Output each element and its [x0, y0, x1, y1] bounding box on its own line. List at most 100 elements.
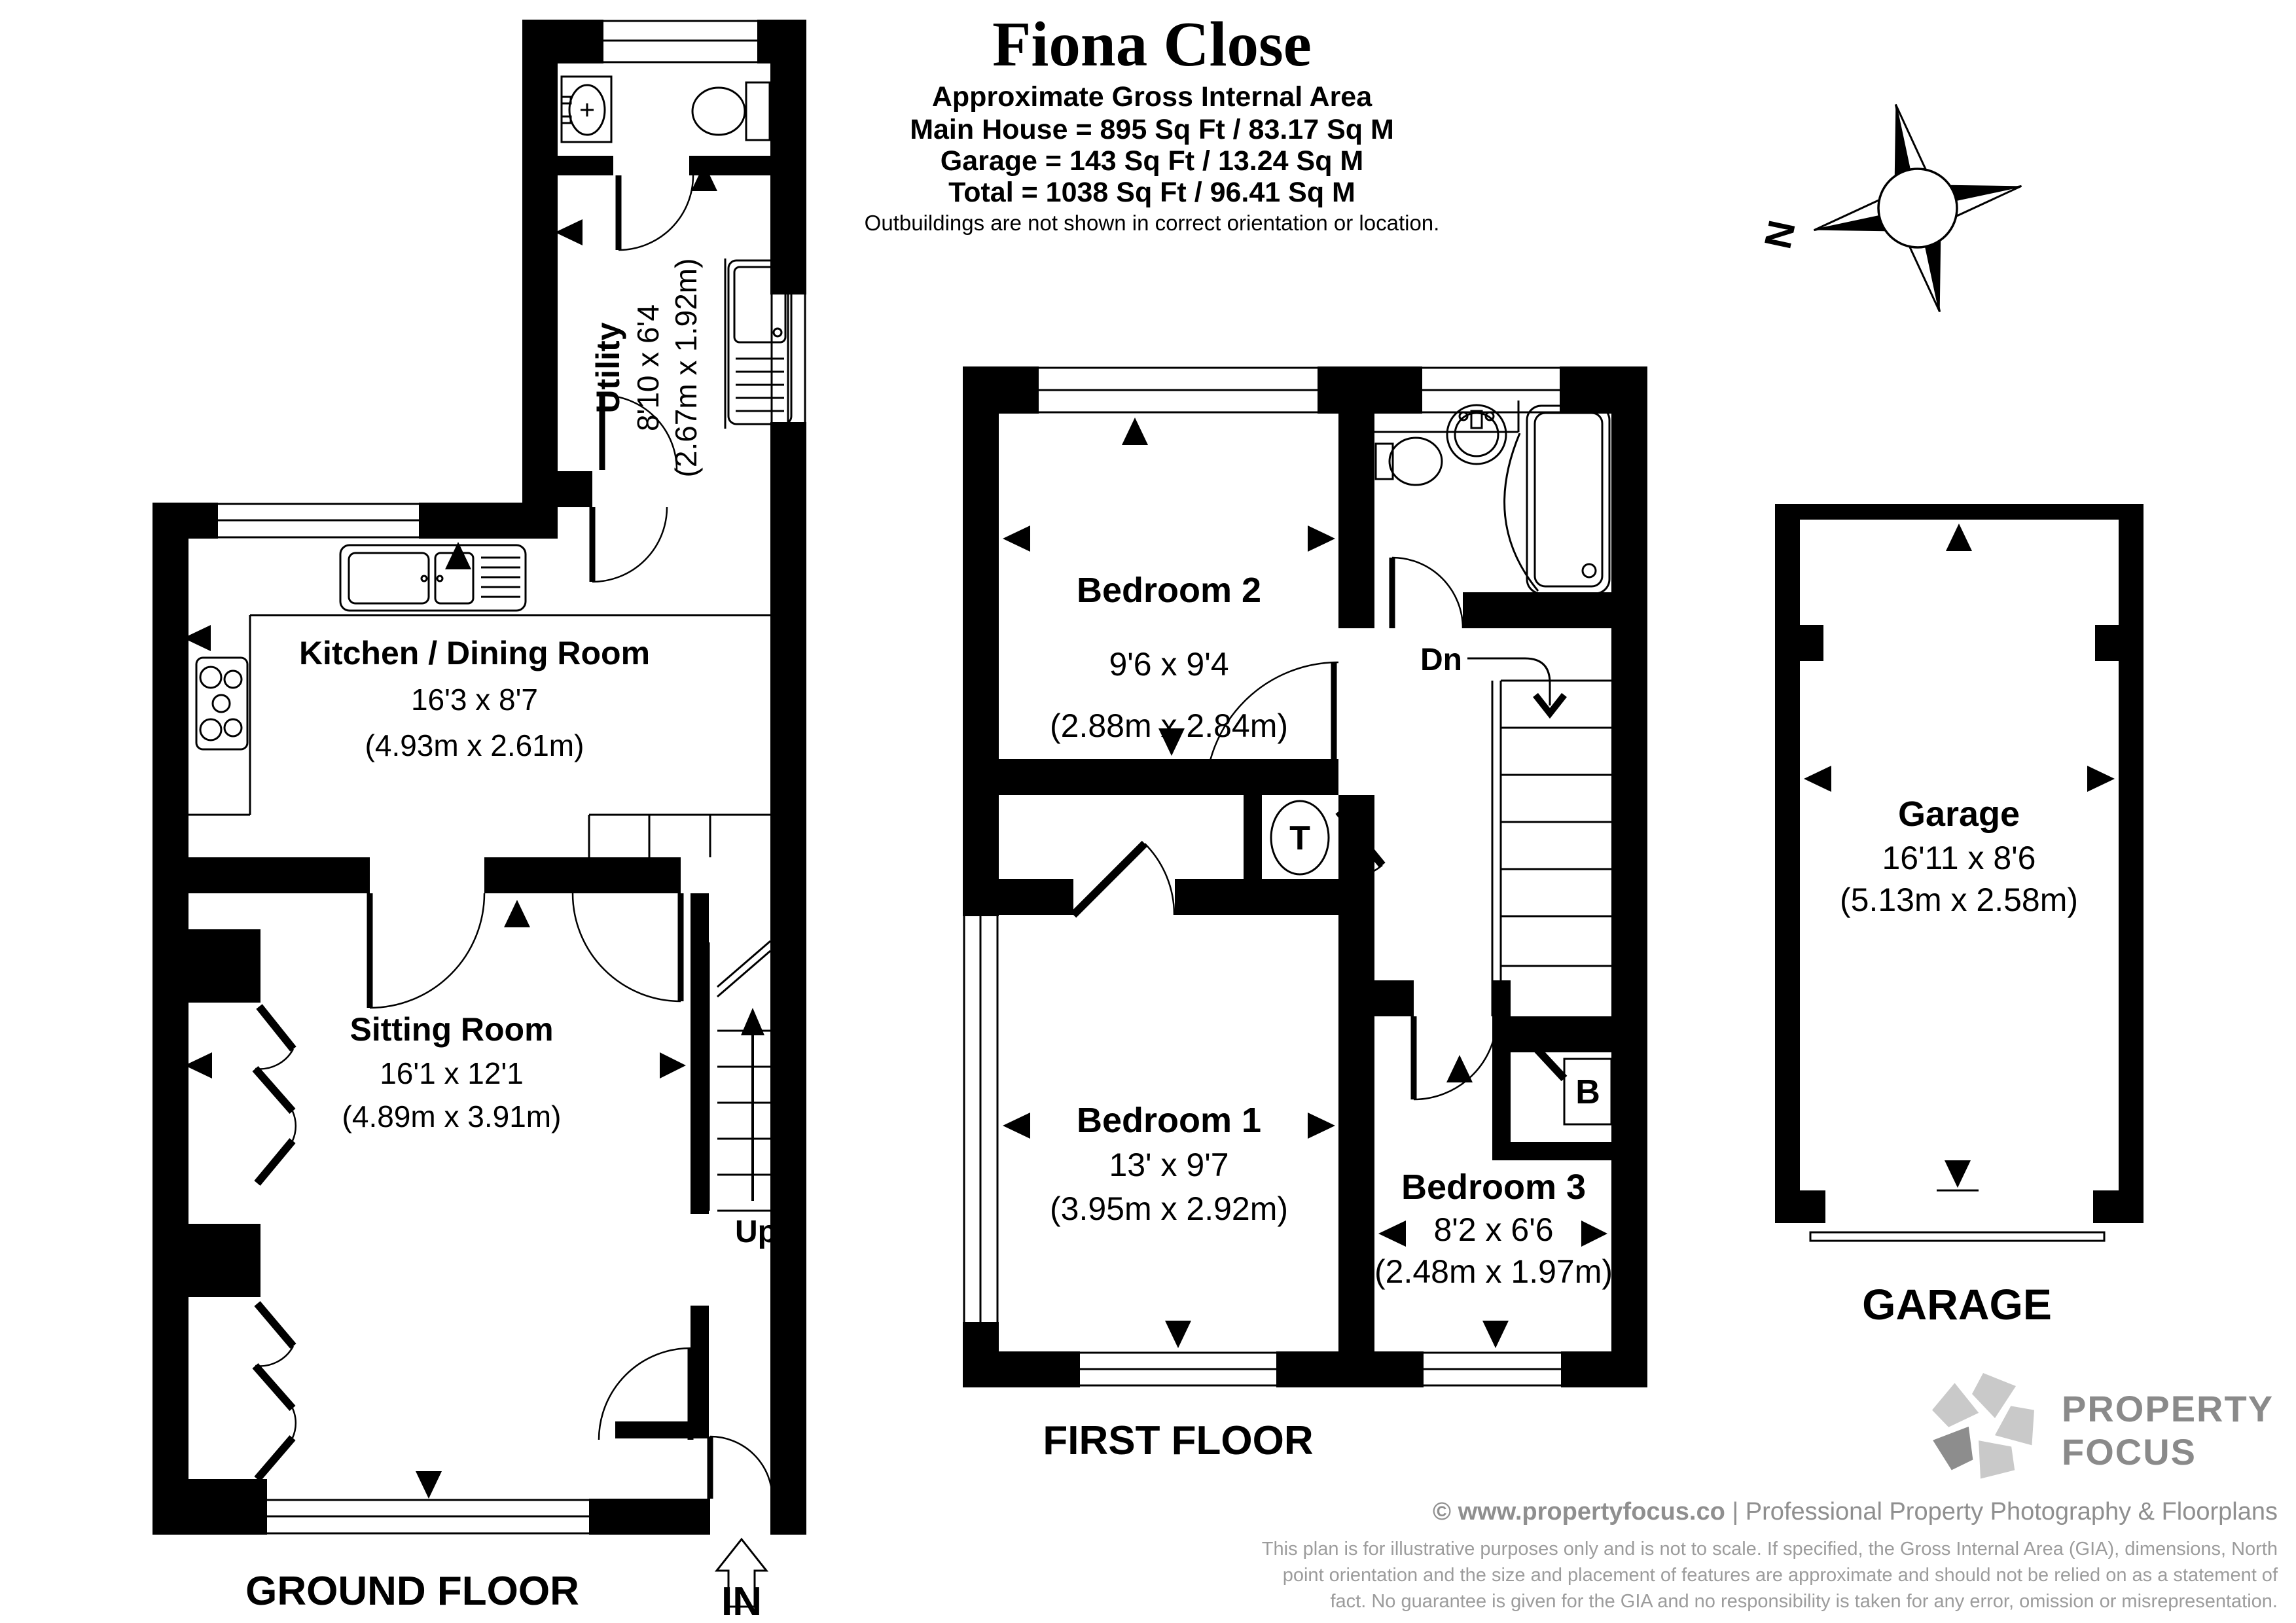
- disclaimer-line-3: fact. No guarantee is given for the GIA …: [1330, 1591, 2278, 1612]
- wc-toilet-icon: [691, 81, 771, 141]
- first-floor-doors: [1070, 556, 1568, 1101]
- page-title: Fiona Close: [992, 9, 1312, 79]
- ground-floor-label: GROUND FLOOR: [245, 1569, 579, 1614]
- dn-label: Dn: [1420, 643, 1462, 677]
- room-dims-kitchen-imperial: 16'3 x 8'7: [411, 683, 538, 717]
- room-dims-garage-imperial: 16'11 x 8'6: [1882, 840, 2036, 876]
- bedroom1-side-window: [963, 916, 999, 1322]
- logo-aperture-icon: [1932, 1373, 2034, 1479]
- ground-floor-fixtures: [188, 75, 793, 857]
- stairs-down: Dn: [1420, 643, 1611, 1016]
- garage-walls: [1775, 504, 2144, 1223]
- gia-main-house: Main House = 895 Sq Ft / 83.17 Sq M: [910, 114, 1394, 145]
- utility-door: [599, 394, 678, 471]
- in-label: IN: [721, 1579, 762, 1623]
- room-dims-bedroom1-metric: (3.95m x 2.92m): [1050, 1190, 1288, 1227]
- boiler-cupboard-door: [1507, 1018, 1568, 1082]
- logo-word-property: PROPERTY: [2062, 1388, 2274, 1429]
- bedroom3-door: [1410, 1016, 1498, 1101]
- front-entrance-door: [707, 1435, 774, 1499]
- wc-window: [603, 20, 757, 63]
- first-floor-label: FIRST FLOOR: [1043, 1418, 1313, 1463]
- room-name-bedroom1: Bedroom 1: [1077, 1101, 1261, 1140]
- first-floor-plan: T B Dn: [963, 366, 1647, 1463]
- first-floor-markers: [1003, 418, 1607, 1348]
- room-name-garage: Garage: [1898, 794, 2020, 834]
- hall-sitting-door: [598, 1347, 694, 1440]
- ground-floor-doors: [252, 175, 774, 1499]
- kitchen-sink-icon: [339, 544, 527, 612]
- bedroom1-window: [1080, 1351, 1276, 1387]
- brand-footer: PROPERTY FOCUS © www.propertyfocus.co | …: [1262, 1373, 2278, 1612]
- hob-icon: [195, 656, 249, 751]
- garage-labels: Garage 16'11 x 8'6 (5.13m x 2.58m): [1840, 794, 2078, 918]
- gia-garage: Garage = 143 Sq Ft / 13.24 Sq M: [941, 145, 1363, 177]
- room-dims-bedroom1-imperial: 13' x 9'7: [1109, 1147, 1229, 1183]
- rear-lobby-door: [589, 507, 668, 583]
- room-name-utility: Utility: [590, 322, 626, 413]
- wc-door: [615, 175, 694, 251]
- tank-cupboard-door: [1335, 809, 1386, 882]
- ground-floor-markers: [183, 164, 800, 1499]
- kitchen-window: [218, 503, 419, 539]
- first-floor-windows: [963, 366, 1561, 1387]
- entrance-arrow: [714, 1537, 769, 1608]
- logo-word-focus: FOCUS: [2062, 1431, 2197, 1472]
- tank-cupboard: T: [1270, 800, 1330, 876]
- bathroom-door: [1389, 556, 1464, 629]
- bathroom-fixtures: [1374, 401, 1611, 595]
- garage-door: [1809, 1231, 2106, 1242]
- boiler-cupboard: B: [1563, 1058, 1613, 1126]
- room-dims-bedroom3-imperial: 8'2 x 6'6: [1433, 1211, 1553, 1248]
- title-block: Fiona Close Approximate Gross Internal A…: [865, 9, 1440, 235]
- bath-icon: [1503, 404, 1611, 595]
- room-name-kitchen: Kitchen / Dining Room: [299, 635, 650, 671]
- credit-line: © www.propertyfocus.co | Professional Pr…: [1433, 1498, 2278, 1525]
- compass-star-icon: [1813, 103, 2022, 313]
- boiler-label: B: [1575, 1073, 1600, 1111]
- first-floor-labels: Bedroom 2 9'6 x 9'4 (2.88m x 2.84m) Bedr…: [1050, 571, 1613, 1290]
- room-name-sitting: Sitting Room: [350, 1011, 553, 1048]
- stairs-up: Up: [708, 940, 777, 1249]
- room-dims-sitting-imperial: 16'1 x 12'1: [380, 1056, 524, 1090]
- room-name-bedroom2: Bedroom 2: [1077, 571, 1261, 610]
- garage-label: GARAGE: [1862, 1280, 2052, 1329]
- bedroom2-door: [1204, 661, 1339, 796]
- ground-floor-plan: Up Utility 8'10 x 6'4 (2.67m x 1.92m) Ki…: [152, 20, 806, 1623]
- garage-markers: [1804, 524, 2115, 1192]
- room-dims-sitting-metric: (4.89m x 3.91m): [342, 1099, 562, 1133]
- garage-plan: Garage 16'11 x 8'6 (5.13m x 2.58m) GARAG…: [1775, 504, 2144, 1329]
- toilet-icon: [1374, 437, 1443, 486]
- disclaimer-line-2: point orientation and the size and place…: [1283, 1565, 2278, 1586]
- room-dims-bedroom3-metric: (2.48m x 1.97m): [1374, 1253, 1613, 1290]
- kitchen-hall-door: [571, 893, 684, 1003]
- room-dims-garage-metric: (5.13m x 2.58m): [1840, 882, 2078, 918]
- wc-basin-icon: [560, 75, 613, 143]
- room-name-bedroom3: Bedroom 3: [1401, 1168, 1586, 1207]
- outbuildings-note: Outbuildings are not shown in correct or…: [865, 211, 1440, 235]
- up-label: Up: [735, 1215, 777, 1249]
- ground-floor-labels: Utility 8'10 x 6'4 (2.67m x 1.92m) Kitch…: [299, 259, 703, 1133]
- kitchen-counter: [188, 614, 770, 857]
- room-dims-utility-imperial: 8'10 x 6'4: [631, 304, 665, 431]
- kitchen-sitting-door: [367, 893, 486, 1009]
- utility-sink-icon: [724, 259, 793, 429]
- bedroom1-door: [1070, 840, 1175, 918]
- credit-tagline: | Professional Property Photography & Fl…: [1725, 1498, 2278, 1525]
- disclaimer-line-1: This plan is for illustrative purposes o…: [1262, 1539, 2278, 1560]
- credit-site: © www.propertyfocus.co: [1433, 1498, 1725, 1525]
- up-arrowhead: [741, 1008, 764, 1035]
- bedroom3-window: [1424, 1351, 1561, 1387]
- gia-total: Total = 1038 Sq Ft / 96.41 Sq M: [948, 177, 1355, 208]
- ground-floor-windows: [218, 20, 806, 1535]
- bedroom2-window: [1039, 366, 1318, 414]
- north-label: N: [1757, 217, 1804, 252]
- bay-folding-doors: [252, 1004, 297, 1482]
- dn-leader-line: [1467, 657, 1551, 705]
- ground-floor-walls: [152, 20, 806, 1535]
- room-dims-utility-metric: (2.67m x 1.92m): [669, 259, 703, 478]
- north-compass: N: [1757, 103, 2022, 313]
- gia-subtitle: Approximate Gross Internal Area: [932, 81, 1372, 113]
- sitting-room-window: [267, 1499, 589, 1535]
